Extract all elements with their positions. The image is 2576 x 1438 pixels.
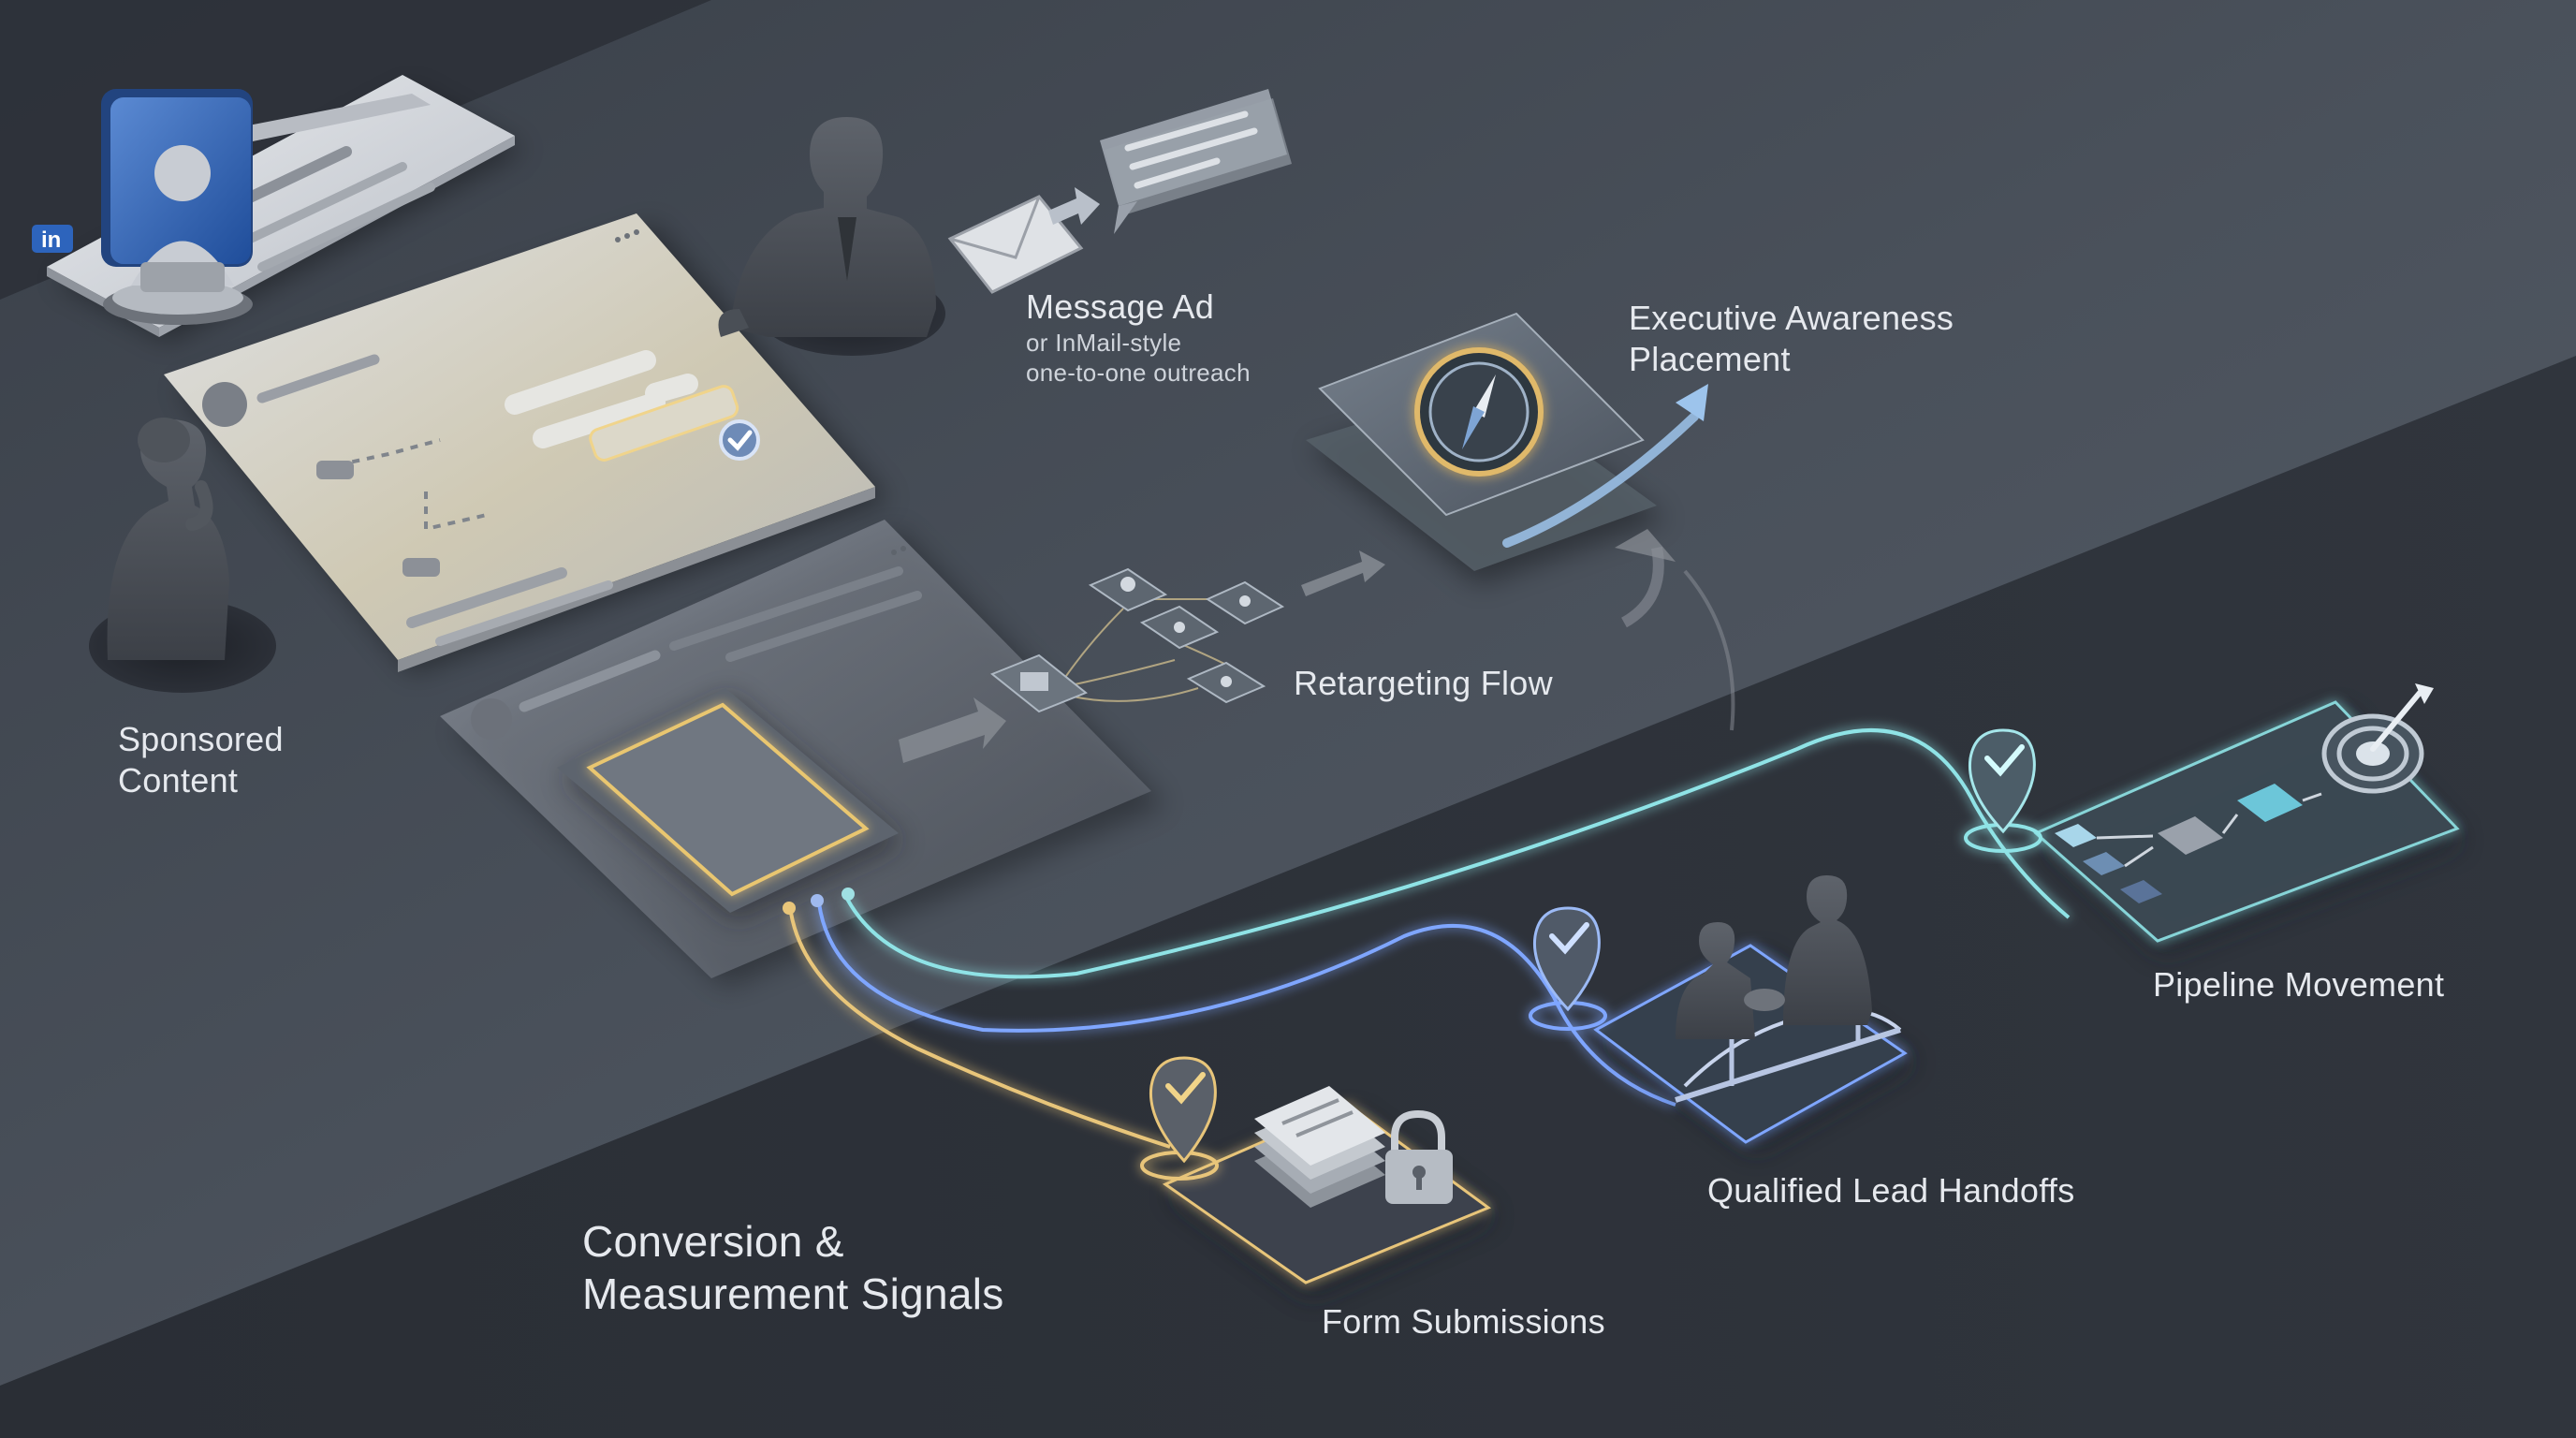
group-node-icon	[1205, 580, 1285, 625]
message-ad-title: Message Ad	[1026, 287, 1215, 326]
form-submissions-label: Form Submissions	[1322, 1302, 1605, 1341]
profile-card: in	[32, 75, 524, 342]
padlock-icon	[1385, 1109, 1453, 1204]
conversion-signals-line-2: Measurement Signals	[582, 1269, 1004, 1318]
profile-avatar-icon	[101, 89, 253, 325]
network-node-icon	[990, 653, 1088, 713]
retargeting-flow-label: Retargeting Flow	[1294, 664, 1553, 702]
checkmark-pin-icon	[1964, 728, 2042, 853]
conversion-signals-line-1: Conversion &	[582, 1217, 844, 1266]
executive-awareness-tile	[1306, 312, 1708, 585]
path-blue	[817, 902, 1676, 1107]
executive-awareness-label: Executive Awareness Placement	[1629, 298, 1954, 380]
qualified-lead-handoffs-label: Qualified Lead Handoffs	[1707, 1171, 2075, 1210]
org-chart-node-icon	[1139, 605, 1220, 650]
linkedin-icon: in	[32, 225, 73, 253]
conversion-paths	[783, 728, 2071, 1149]
executive-awareness-line-1: Executive Awareness	[1629, 299, 1954, 337]
linkedin-badge-text: in	[41, 227, 61, 253]
executive-figure	[718, 117, 945, 356]
path-teal	[845, 728, 2071, 979]
sponsored-feed-card	[164, 213, 889, 674]
qualified-lead-platform	[1529, 875, 1914, 1152]
pipeline-stages	[2055, 784, 2322, 903]
compass-icon	[1414, 347, 1544, 477]
thinking-figure	[89, 418, 276, 693]
message-ad-label: Message Ad or InMail-style one-to-one ou…	[1026, 286, 1251, 388]
message-ad-subtitle-line-2: one-to-one outreach	[1026, 359, 1251, 387]
document-stack-icon	[1254, 1086, 1385, 1208]
checkmark-pin-icon	[1529, 906, 1607, 1031]
handshake-icon	[1676, 875, 1872, 1039]
retargeting-network	[990, 529, 1735, 731]
glass-content-card	[440, 520, 1165, 988]
checkmark-pin-icon	[1140, 1056, 1219, 1181]
sponsored-content-label: Sponsored Content	[118, 719, 284, 801]
background-lower-band	[0, 356, 2576, 1438]
checkmark-badge-icon	[719, 419, 760, 461]
pipeline-platform	[1964, 683, 2462, 955]
message-ad-subtitle-line-1: or InMail-style	[1026, 329, 1182, 357]
pipeline-movement-label: Pipeline Movement	[2153, 965, 2445, 1004]
target-icon	[2321, 683, 2434, 794]
form-submissions-platform	[1140, 1056, 1493, 1297]
chat-bubble-icon	[1100, 89, 1292, 234]
team-node-icon	[1186, 661, 1266, 704]
sponsored-content-line-2: Content	[118, 761, 239, 800]
envelope-icon	[947, 187, 1100, 294]
sponsored-content-line-1: Sponsored	[118, 720, 284, 758]
conversion-signals-label: Conversion & Measurement Signals	[582, 1215, 1004, 1320]
glowing-creative-tile	[557, 688, 903, 922]
person-node-icon	[1088, 567, 1168, 612]
executive-awareness-line-2: Placement	[1629, 340, 1791, 378]
path-gold	[789, 912, 1171, 1149]
